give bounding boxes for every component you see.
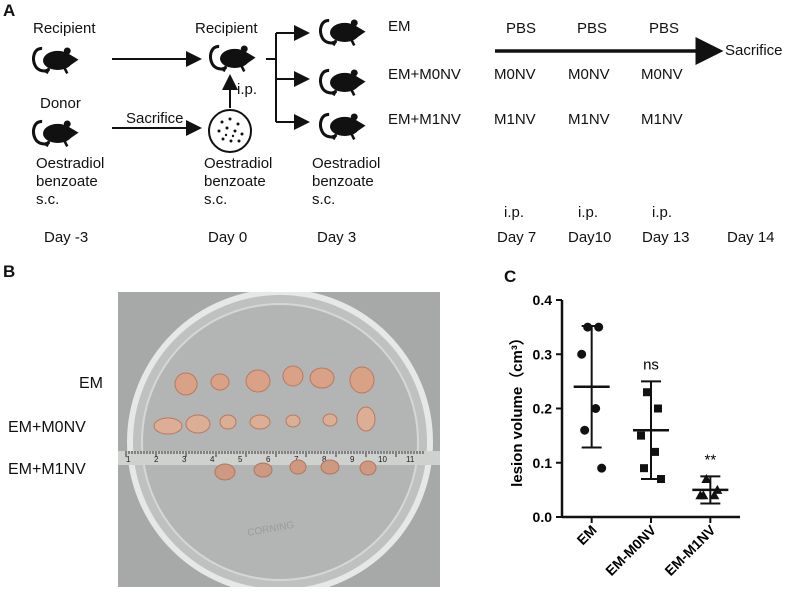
lesions-em-m1nv — [214, 459, 377, 481]
m1nv-2: M1NV — [568, 111, 610, 128]
data-point — [657, 475, 665, 484]
data-point — [637, 431, 645, 440]
data-point — [591, 404, 601, 413]
x-tick-label: EM — [574, 522, 600, 548]
data-point — [583, 322, 593, 332]
panel-c-letter: C — [504, 267, 517, 286]
em-m1nv-mouse-icon — [318, 111, 368, 142]
ruler-number: 7 — [294, 455, 299, 464]
m0nv-1: M0NV — [494, 66, 536, 83]
significance-label: ns — [643, 356, 659, 373]
sacrifice-arrow-label: Sacrifice — [126, 110, 184, 127]
panel-a-letter: A — [3, 1, 16, 20]
ruler-number: 2 — [154, 455, 159, 464]
group-em-m1nv: EM+M1NV — [388, 111, 461, 128]
ip-day10: i.p. — [578, 204, 599, 221]
data-point — [651, 447, 659, 456]
data-point — [643, 388, 651, 397]
day-13: Day 13 — [642, 229, 690, 246]
panel-a-arrows — [31, 17, 724, 153]
recipient2-label: Recipient — [195, 20, 258, 37]
y-tick-label: 0.0 — [533, 509, 553, 525]
pbs-3: PBS — [649, 20, 680, 37]
day-minus3: Day -3 — [44, 229, 89, 246]
pbs-2: PBS — [577, 20, 608, 37]
day-3: Day 3 — [317, 229, 357, 246]
recipient-label: Recipient — [33, 20, 96, 37]
donor-label: Donor — [40, 95, 81, 112]
pbs-1: PBS — [506, 20, 537, 37]
ip-label: i.p. — [237, 81, 258, 98]
recipient2-mouse-icon — [208, 43, 258, 74]
lesions-em-m0nv — [153, 406, 376, 435]
photo-label-em-m1nv: EM+M1NV — [8, 461, 86, 478]
recipient-mouse-icon — [31, 45, 81, 76]
series-0 — [573, 322, 610, 473]
ruler-number: 4 — [210, 455, 215, 464]
em-m0nv-mouse-icon — [318, 67, 368, 98]
group-em-m0nv: EM+M0NV — [388, 66, 461, 83]
y-axis-label: lesion volume（cm³） — [508, 330, 526, 487]
data-point — [594, 322, 604, 332]
ruler-number: 1 — [126, 455, 131, 464]
day-14: Day 14 — [727, 229, 775, 246]
data-point — [640, 464, 648, 473]
data-point — [577, 349, 587, 359]
significance-label: ** — [704, 451, 716, 468]
tissue-dish-icon — [208, 109, 252, 153]
data-point — [701, 474, 712, 484]
ruler — [118, 451, 440, 465]
y-tick-label: 0.3 — [533, 346, 553, 362]
ruler-number: 11 — [406, 455, 415, 464]
ip-day13: i.p. — [652, 204, 673, 221]
m1nv-1: M1NV — [494, 111, 536, 128]
data-point — [698, 490, 709, 500]
x-tick-label: EM-M1NV — [661, 521, 718, 578]
photo-label-em: EM — [79, 375, 103, 392]
lesions-em — [174, 365, 375, 396]
ruler-number: 5 — [238, 455, 243, 464]
photo-label-em-m0nv: EM+M0NV — [8, 419, 86, 436]
data-point — [580, 425, 590, 435]
y-tick-label: 0.4 — [533, 292, 553, 308]
ip-day7: i.p. — [504, 204, 525, 221]
end-sacrifice: Sacrifice — [725, 42, 783, 59]
ruler-number: 10 — [378, 455, 387, 464]
day-10: Day10 — [568, 229, 612, 246]
y-tick-label: 0.1 — [533, 455, 553, 471]
series-1: ns — [633, 356, 669, 484]
em-mouse-icon — [318, 17, 368, 48]
ruler-number: 6 — [266, 455, 271, 464]
panel-b-letter: B — [3, 262, 16, 281]
m1nv-3: M1NV — [641, 111, 683, 128]
m0nv-2: M0NV — [568, 66, 610, 83]
day-7: Day 7 — [497, 229, 537, 246]
ruler-number: 3 — [182, 455, 187, 464]
y-tick-label: 0.2 — [533, 401, 553, 417]
series-2: ** — [692, 451, 729, 505]
data-point — [709, 490, 720, 500]
data-point — [654, 404, 662, 413]
ruler-number: 8 — [322, 455, 327, 464]
group-em: EM — [388, 18, 411, 35]
donor-mouse-icon — [31, 118, 81, 149]
day-0: Day 0 — [208, 229, 248, 246]
m0nv-3: M0NV — [641, 66, 683, 83]
ruler-number: 9 — [350, 455, 355, 464]
x-tick-label: EM-M0NV — [602, 521, 659, 578]
data-point — [597, 463, 607, 473]
